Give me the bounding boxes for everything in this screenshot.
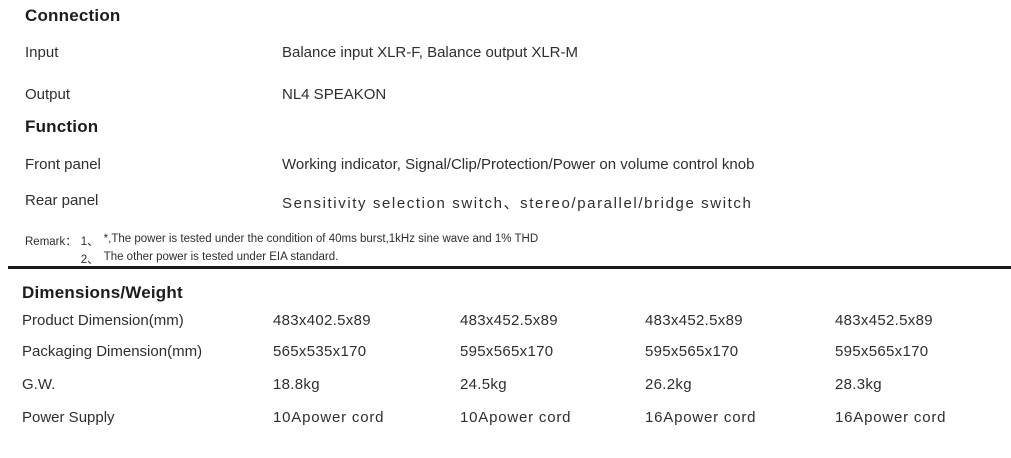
gross-weight-label: G.W.: [22, 376, 56, 393]
remark-block: Remark： 1、 *,The power is tested under t…: [25, 233, 538, 267]
gross-weight-value-4: 28.3kg: [835, 376, 882, 393]
dim-row-gross-weight: G.W. 18.8kg 24.5kg 26.2kg 28.3kg: [22, 376, 1011, 393]
rear-panel-value: Sensitivity selection switch、stereo/para…: [282, 195, 753, 212]
power-supply-value-3: 16Apower cord: [645, 409, 757, 426]
product-dimension-label: Product Dimension(mm): [22, 312, 184, 329]
spec-row-front-panel: Front panel Working indicator, Signal/Cl…: [25, 156, 1001, 173]
power-supply-value-1: 10Apower cord: [273, 409, 385, 426]
power-supply-value-4: 16Apower cord: [835, 409, 947, 426]
remark-item-1-number: 1、: [80, 236, 99, 248]
remark-item-1: 1、 *,The power is tested under the condi…: [81, 233, 538, 249]
spec-row-rear-panel: Rear panel Sensitivity selection switch、…: [25, 192, 1001, 213]
input-value: Balance input XLR-F, Balance output XLR-…: [282, 44, 578, 61]
gross-weight-value-1: 18.8kg: [273, 376, 320, 393]
front-panel-label: Front panel: [25, 156, 101, 173]
power-supply-value-2: 10Apower cord: [460, 409, 572, 426]
output-label: Output: [25, 86, 71, 103]
dim-row-packaging-dimension: Packaging Dimension(mm) 565x535x170 595x…: [22, 343, 1011, 360]
function-section-title: Function: [25, 117, 99, 136]
product-dimension-value-2: 483x452.5x89: [460, 312, 558, 329]
section-divider-rule: [8, 266, 1011, 269]
packaging-dimension-value-3: 595x565x170: [645, 343, 739, 360]
packaging-dimension-value-2: 595x565x170: [460, 343, 554, 360]
product-dimension-value-1: 483x402.5x89: [273, 312, 371, 329]
remark-item-1-text: *,The power is tested under the conditio…: [103, 233, 539, 245]
dim-row-power-supply: Power Supply 10Apower cord 10Apower cord…: [22, 409, 1011, 426]
remark-item-2: 2、 The other power is tested under EIA s…: [81, 251, 538, 267]
remark-label: Remark：: [25, 236, 77, 248]
rear-panel-label: Rear panel: [25, 192, 99, 209]
dimensions-section-title: Dimensions/Weight: [22, 283, 183, 302]
dim-row-product-dimension: Product Dimension(mm) 483x402.5x89 483x4…: [22, 312, 1011, 329]
remark-items: 1、 *,The power is tested under the condi…: [81, 233, 538, 267]
gross-weight-value-3: 26.2kg: [645, 376, 692, 393]
remark-item-2-number: 2、: [80, 254, 99, 266]
input-label: Input: [25, 44, 59, 61]
product-dimension-value-4: 483x452.5x89: [835, 312, 933, 329]
packaging-dimension-value-4: 595x565x170: [835, 343, 929, 360]
product-dimension-value-3: 483x452.5x89: [645, 312, 743, 329]
packaging-dimension-value-1: 565x535x170: [273, 343, 367, 360]
gross-weight-value-2: 24.5kg: [460, 376, 507, 393]
power-supply-label: Power Supply: [22, 409, 115, 426]
connection-section-title: Connection: [25, 6, 121, 25]
packaging-dimension-label: Packaging Dimension(mm): [22, 343, 203, 360]
remark-item-2-text: The other power is tested under EIA stan…: [103, 251, 339, 263]
spec-row-input: Input Balance input XLR-F, Balance outpu…: [25, 44, 1001, 61]
output-value: NL4 SPEAKON: [282, 86, 387, 103]
front-panel-value: Working indicator, Signal/Clip/Protectio…: [282, 156, 755, 173]
spec-row-output: Output NL4 SPEAKON: [25, 86, 1001, 103]
